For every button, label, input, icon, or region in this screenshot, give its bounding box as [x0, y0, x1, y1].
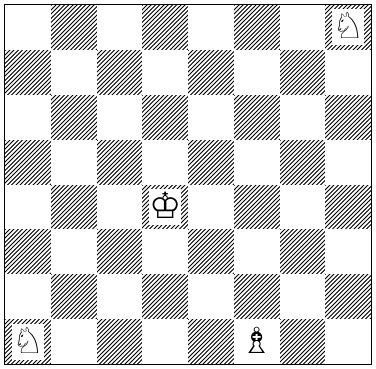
square-d7[interactable]: [142, 50, 188, 95]
square-a3[interactable]: [5, 229, 51, 274]
chess-board: ♘ ♔ ♘ ♗: [4, 4, 372, 365]
square-f7[interactable]: [234, 50, 280, 95]
square-h5[interactable]: [325, 140, 371, 185]
square-c2[interactable]: [97, 274, 143, 319]
square-a2[interactable]: [5, 274, 51, 319]
square-g1[interactable]: [280, 319, 326, 364]
square-c3[interactable]: [97, 229, 143, 274]
square-g6[interactable]: [280, 95, 326, 140]
square-h3[interactable]: [325, 229, 371, 274]
square-h7[interactable]: [325, 50, 371, 95]
square-c7[interactable]: [97, 50, 143, 95]
square-c5[interactable]: [97, 140, 143, 185]
square-b8[interactable]: [51, 5, 97, 50]
square-e5[interactable]: [188, 140, 234, 185]
square-h8[interactable]: ♘: [325, 5, 371, 50]
square-d2[interactable]: [142, 274, 188, 319]
square-b7[interactable]: [51, 50, 97, 95]
square-h4[interactable]: [325, 185, 371, 230]
white-knight-icon[interactable]: ♘: [332, 9, 364, 45]
square-c1[interactable]: [97, 319, 143, 364]
square-e2[interactable]: [188, 274, 234, 319]
white-knight-icon[interactable]: ♘: [12, 324, 44, 360]
square-g5[interactable]: [280, 140, 326, 185]
square-f2[interactable]: [234, 274, 280, 319]
square-h2[interactable]: [325, 274, 371, 319]
square-e7[interactable]: [188, 50, 234, 95]
square-b1[interactable]: [51, 319, 97, 364]
square-c8[interactable]: [97, 5, 143, 50]
square-e8[interactable]: [188, 5, 234, 50]
square-g8[interactable]: [280, 5, 326, 50]
square-b4[interactable]: [51, 185, 97, 230]
square-h6[interactable]: [325, 95, 371, 140]
square-g3[interactable]: [280, 229, 326, 274]
square-f1[interactable]: ♗: [234, 319, 280, 364]
square-f5[interactable]: [234, 140, 280, 185]
square-e1[interactable]: [188, 319, 234, 364]
square-b2[interactable]: [51, 274, 97, 319]
square-a7[interactable]: [5, 50, 51, 95]
square-b6[interactable]: [51, 95, 97, 140]
square-a5[interactable]: [5, 140, 51, 185]
white-bishop-icon[interactable]: ♗: [240, 324, 272, 360]
square-a1[interactable]: ♘: [5, 319, 51, 364]
square-d6[interactable]: [142, 95, 188, 140]
square-g7[interactable]: [280, 50, 326, 95]
square-d8[interactable]: [142, 5, 188, 50]
square-b3[interactable]: [51, 229, 97, 274]
square-d1[interactable]: [142, 319, 188, 364]
square-a4[interactable]: [5, 185, 51, 230]
square-c4[interactable]: [97, 185, 143, 230]
white-king-icon[interactable]: ♔: [149, 189, 181, 225]
square-f4[interactable]: [234, 185, 280, 230]
square-f6[interactable]: [234, 95, 280, 140]
square-e6[interactable]: [188, 95, 234, 140]
square-e4[interactable]: [188, 185, 234, 230]
square-h1[interactable]: [325, 319, 371, 364]
square-g2[interactable]: [280, 274, 326, 319]
square-d5[interactable]: [142, 140, 188, 185]
square-a8[interactable]: [5, 5, 51, 50]
square-c6[interactable]: [97, 95, 143, 140]
square-g4[interactable]: [280, 185, 326, 230]
square-f3[interactable]: [234, 229, 280, 274]
square-e3[interactable]: [188, 229, 234, 274]
square-f8[interactable]: [234, 5, 280, 50]
square-b5[interactable]: [51, 140, 97, 185]
square-d4[interactable]: ♔: [142, 185, 188, 230]
square-d3[interactable]: [142, 229, 188, 274]
square-a6[interactable]: [5, 95, 51, 140]
